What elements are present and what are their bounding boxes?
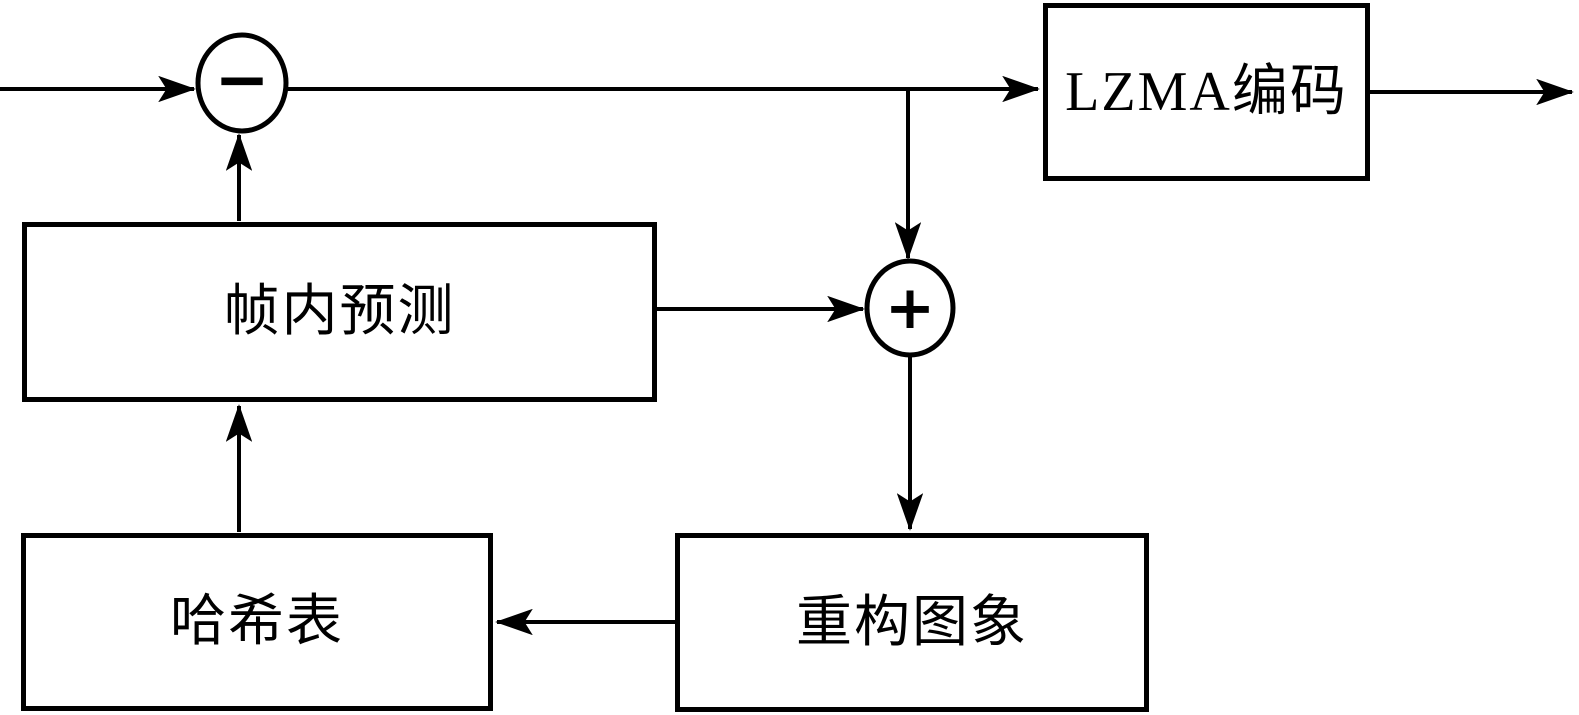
node-intra-prediction: 帧内预测 [22, 222, 657, 402]
node-lzma-encoder: LZMA编码 [1043, 3, 1370, 181]
node-lzma-encoder-label: LZMA编码 [1065, 61, 1348, 123]
node-reconstructed-image: 重构图象 [675, 533, 1149, 712]
node-hash-table: 哈希表 [21, 533, 493, 711]
subtractor-circle [195, 32, 289, 134]
adder-circle [864, 258, 956, 358]
node-reconstructed-image-label: 重构图象 [796, 591, 1028, 654]
node-hash-table-label: 哈希表 [170, 591, 344, 653]
node-intra-prediction-label: 帧内预测 [223, 281, 456, 343]
